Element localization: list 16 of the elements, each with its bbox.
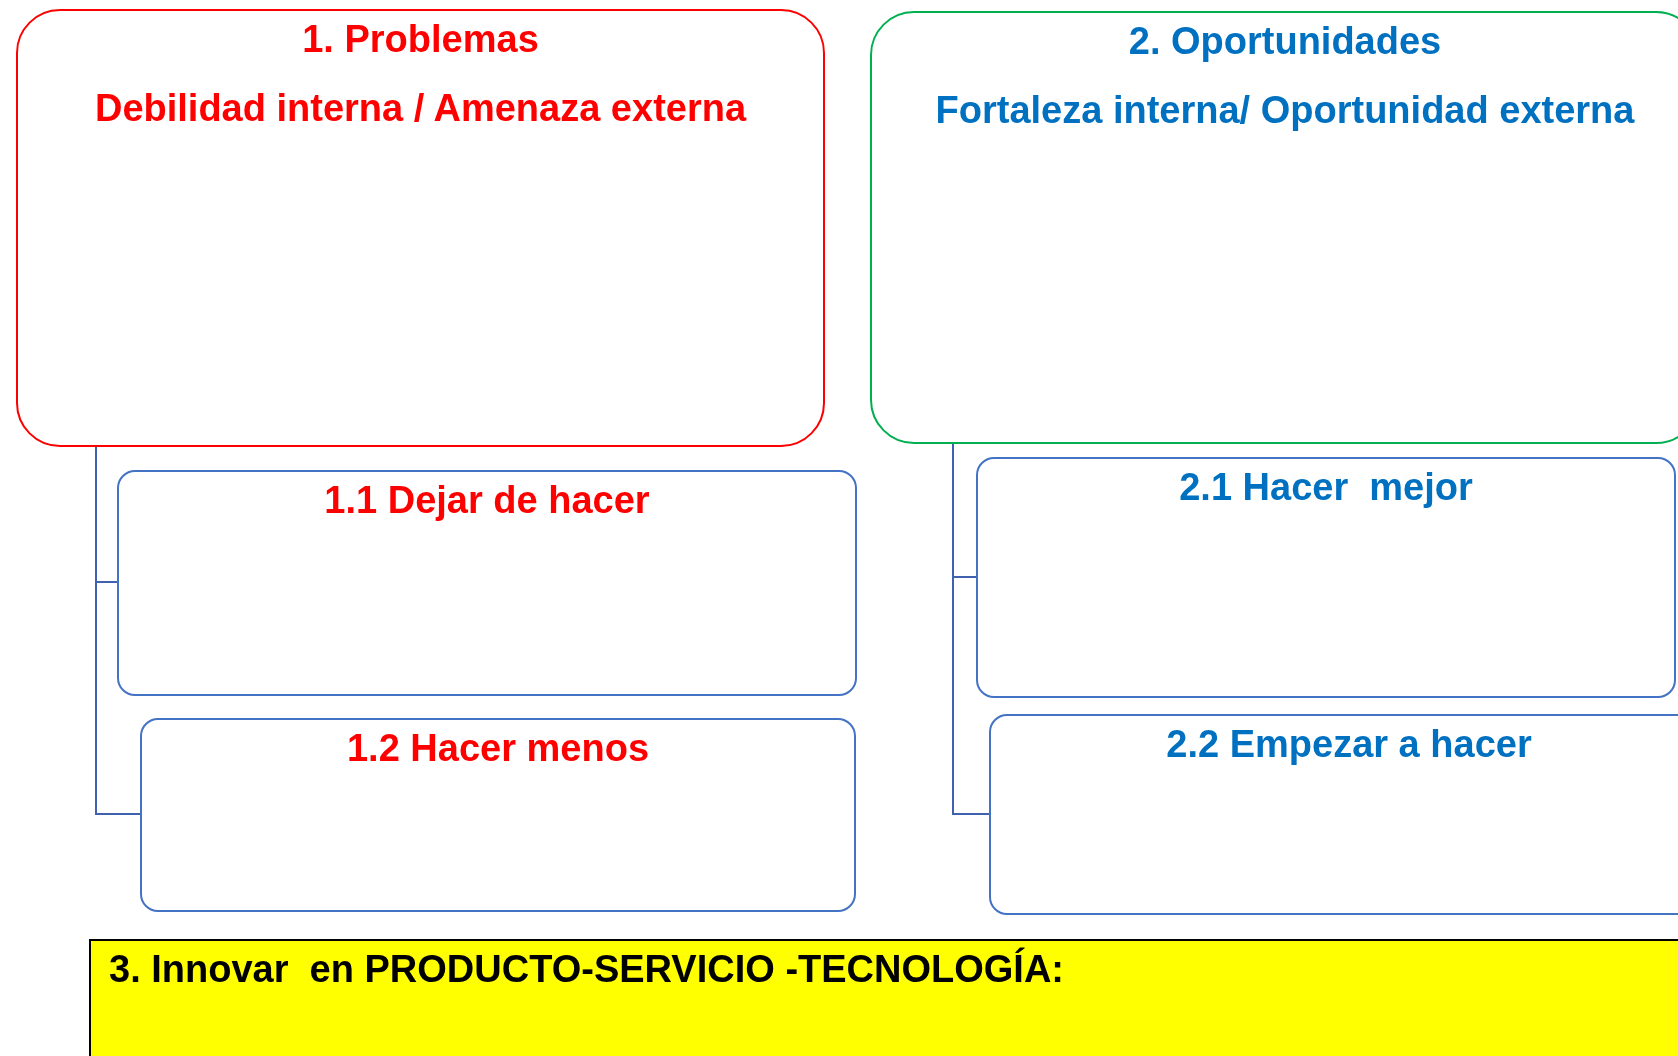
heading: 2.1 Hacer mejor: [1179, 465, 1473, 510]
subheading: Fortaleza interna/ Oportunidad externa: [934, 88, 1636, 134]
heading: 1.2 Hacer menos: [346, 726, 650, 771]
heading: 1. Problemas: [302, 17, 539, 62]
text-box: [976, 457, 1676, 698]
text-box: [16, 9, 825, 447]
text-box: [140, 718, 856, 912]
banner-box: [89, 939, 1678, 1056]
text-box: [989, 714, 1678, 915]
heading: 2. Oportunidades: [1128, 19, 1442, 64]
text-box: [117, 470, 857, 696]
subheading: Debilidad interna / Amenaza externa: [93, 86, 748, 132]
heading: 1.1 Dejar de hacer: [324, 478, 650, 523]
heading: 2.2 Empezar a hacer: [1166, 722, 1532, 767]
heading: 3. Innovar en PRODUCTO-SERVICIO -TECNOLOGÍA:: [109, 946, 1065, 992]
text-box: [870, 11, 1678, 444]
